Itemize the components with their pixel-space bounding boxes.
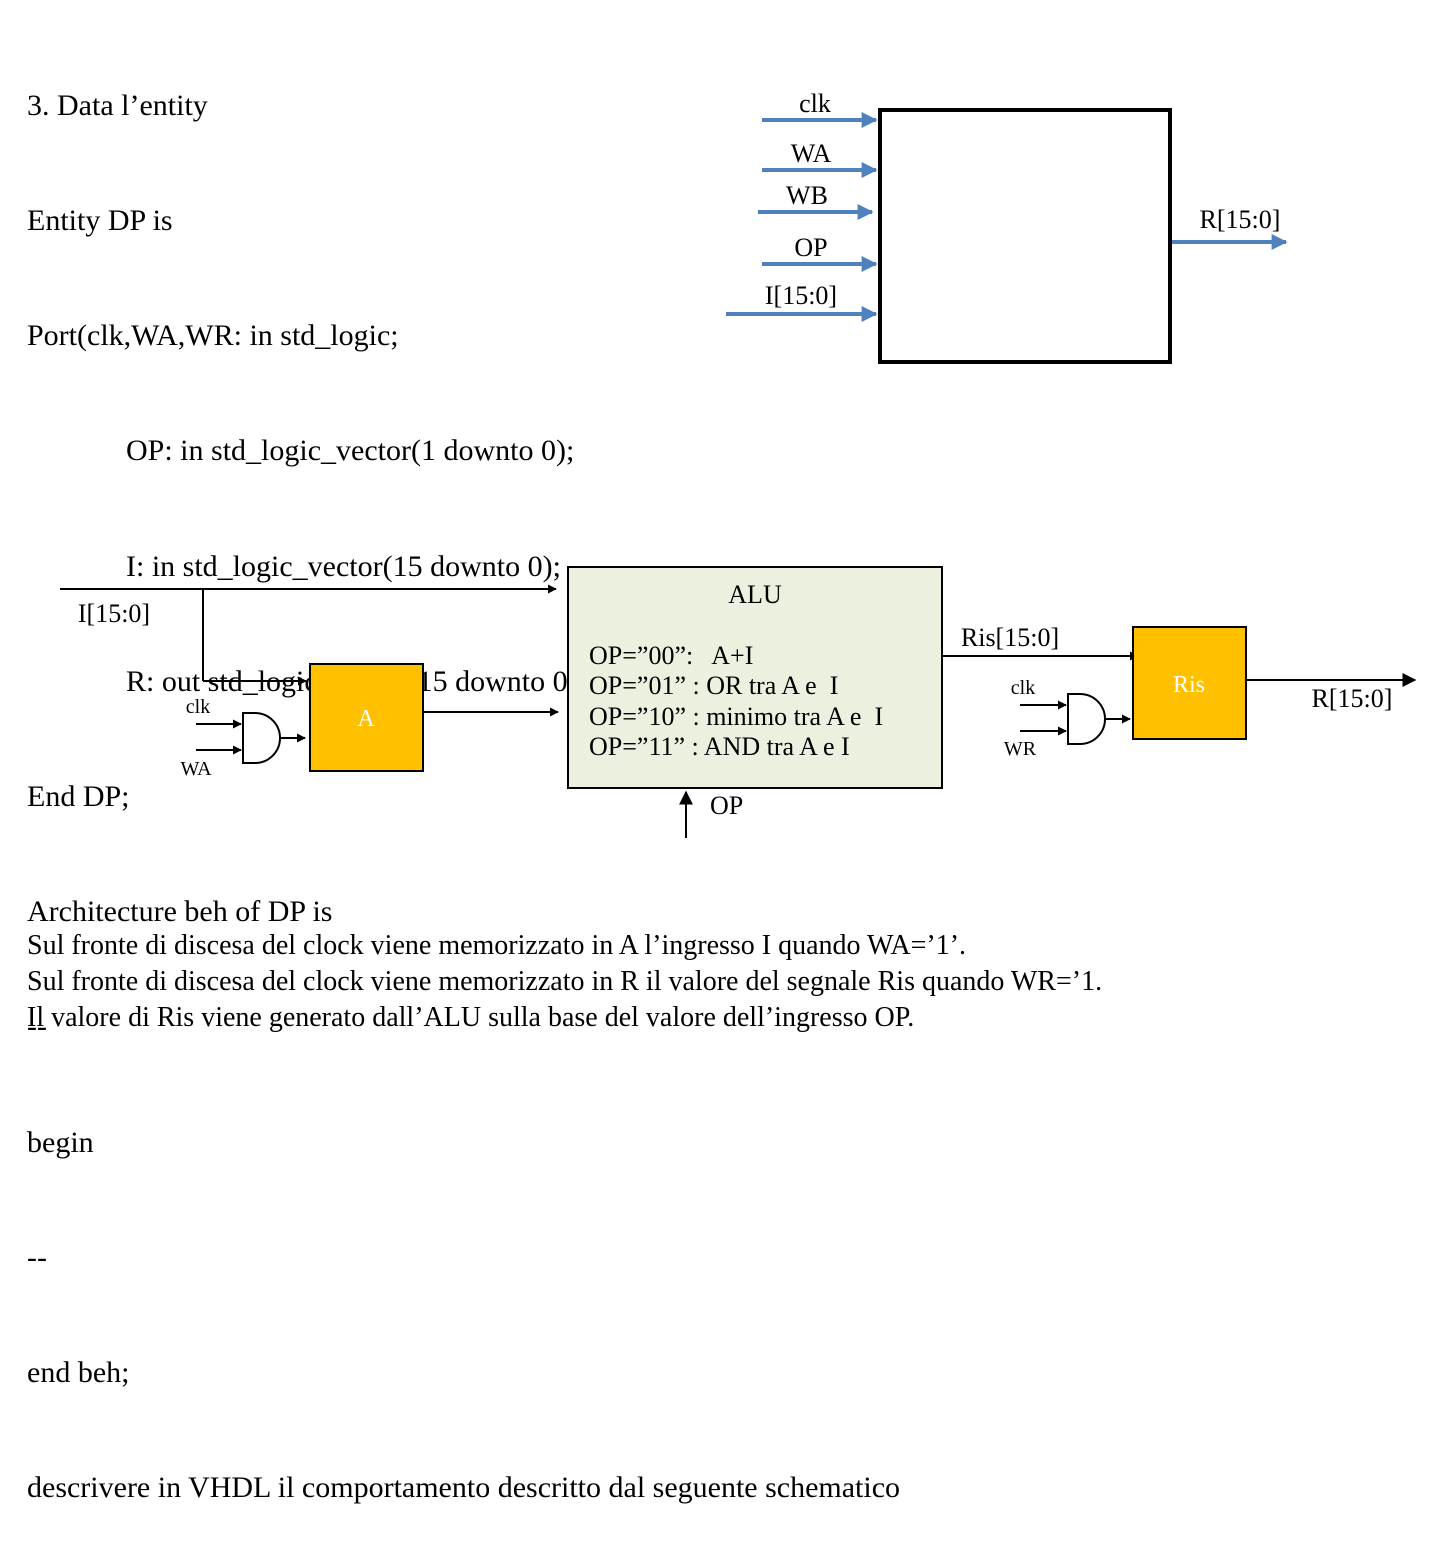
code-line: begin [27,1125,94,1159]
r-output-label: R[15:0] [1312,684,1393,713]
code-line: Architecture beh of DP is [27,895,333,929]
and-gate-a [242,712,281,764]
register-ris [1132,626,1247,740]
gate-a-clk-label: clk [186,696,210,718]
description-footer: Sul fronte di discesa del clock viene me… [27,928,1102,1036]
alu-block [567,566,943,789]
code-line: 3. Data l’entity [27,88,208,122]
alu-op-01: OP=”01” : OR tra A e I [589,671,838,700]
code-line: -- [27,1240,47,1274]
entity-box [878,108,1172,364]
code-line: -- [27,1010,47,1044]
input-label-wb: WB [786,181,828,210]
code-line: Port(clk,WA,WR: in std_logic; [27,319,399,353]
gate-a-wa-label: WA [180,758,212,780]
gate-ris-wr-label: WR [1004,738,1037,760]
input-label-wa: WA [791,139,832,168]
alu-op-11: OP=”11” : AND tra A e I [589,732,850,761]
datapath-schematic: I[15:0] clk WA A ALU OP=”00”: A+I OP=”01… [60,566,1417,838]
description-line: Il valore di Ris viene generato dall’ALU… [27,1002,915,1033]
code-line: End DP; [27,780,130,814]
ris-bus-label: Ris[15:0] [961,623,1059,652]
op-input-label: OP [710,791,743,820]
diagrams-canvas: clk WA WB OP I[15:0] R[15:0] I[15:0] clk… [60,89,1417,838]
i-bus-label: I[15:0] [78,599,150,628]
code-line: OP: in std_logic_vector(1 downto 0); [126,434,575,468]
alu-op-00: OP=”00”: A+I [589,641,753,670]
code-line: I: in std_logic_vector(15 downto 0); [126,549,561,583]
input-label-op: OP [794,233,827,262]
register-a [309,663,424,772]
gate-ris-clk-label: clk [1011,677,1035,699]
entity-block-diagram: clk WA WB OP I[15:0] R[15:0] [726,89,1288,364]
description-line: Sul fronte di discesa del clock viene me… [27,966,1103,997]
description-line: Sul fronte di discesa del clock viene me… [27,930,967,961]
alu-op-10: OP=”10” : minimo tra A e I [589,702,883,731]
task-description: descrivere in VHDL il comportamento desc… [27,1471,901,1505]
output-label-r: R[15:0] [1200,205,1281,234]
code-line: Entity DP is [27,204,173,238]
input-label-clk: clk [799,89,831,118]
and-gate-ris [1067,693,1106,745]
input-label-i: I[15:0] [765,281,837,310]
code-line: end beh; [27,1356,130,1390]
register-a-label: A [357,706,375,732]
register-ris-label: Ris [1173,672,1205,698]
alu-title: ALU [728,580,782,609]
